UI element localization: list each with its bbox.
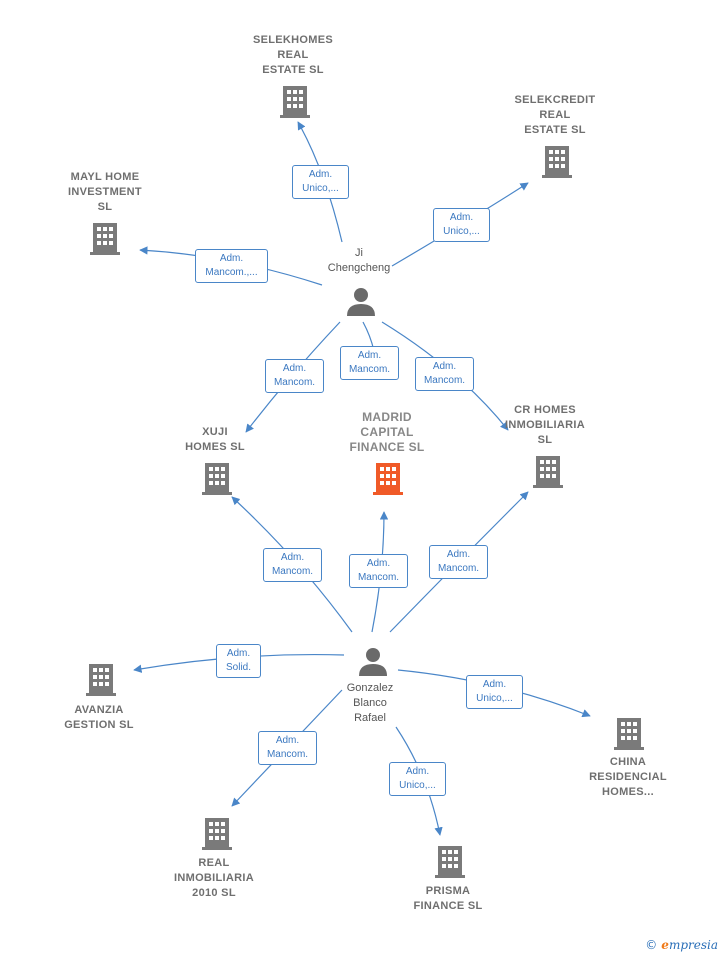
company-label-real2010[interactable]: REAL INMOBILIARIA 2010 SL bbox=[174, 857, 254, 899]
edge-label-ji-xuji[interactable]: Adm. Mancom. bbox=[265, 359, 324, 393]
edge-label-gonzalez-xuji[interactable]: Adm. Mancom. bbox=[263, 548, 322, 582]
company-label-selekhomes[interactable]: SELEKHOMES REAL ESTATE SL bbox=[252, 34, 333, 76]
building-icon[interactable] bbox=[86, 662, 116, 696]
edge-label-ji-crhomes[interactable]: Adm. Mancom. bbox=[415, 357, 474, 391]
edge-label-gonzalez-avanzia[interactable]: Adm. Solid. bbox=[216, 644, 261, 678]
company-label-china[interactable]: CHINA RESIDENCIAL HOMES... bbox=[589, 756, 667, 798]
building-icon[interactable] bbox=[202, 816, 232, 850]
brand-logo: ©empresia bbox=[645, 938, 718, 952]
edge-label-gonzalez-madrid[interactable]: Adm. Mancom. bbox=[349, 554, 408, 588]
edge-label-gonzalez-crhomes[interactable]: Adm. Mancom. bbox=[429, 545, 488, 579]
person-label-gonzalez[interactable]: Gonzalez Blanco Rafael bbox=[346, 682, 394, 724]
company-label-prisma[interactable]: PRISMA FINANCE SL bbox=[413, 885, 483, 912]
copyright-icon: © bbox=[645, 938, 658, 952]
building-icon-highlighted[interactable] bbox=[373, 461, 403, 495]
edge-label-ji-selekcredit[interactable]: Adm. Unico,... bbox=[433, 208, 490, 242]
company-label-crhomes[interactable]: CR HOMES INMOBILIARIA SL bbox=[505, 404, 585, 446]
person-label-ji[interactable]: Ji Chengcheng bbox=[327, 247, 391, 274]
edge-label-gonzalez-prisma[interactable]: Adm. Unico,... bbox=[389, 762, 446, 796]
edge-label-ji-madrid[interactable]: Adm. Mancom. bbox=[340, 346, 399, 380]
edge-label-ji-mayl[interactable]: Adm. Mancom.,... bbox=[195, 249, 268, 283]
building-icon[interactable] bbox=[90, 221, 120, 255]
building-icon[interactable] bbox=[280, 84, 310, 118]
company-label-avanzia[interactable]: AVANZIA GESTION SL bbox=[64, 704, 134, 731]
building-icon[interactable] bbox=[542, 144, 572, 178]
building-icon[interactable] bbox=[435, 844, 465, 878]
building-icon[interactable] bbox=[533, 454, 563, 488]
company-label-xuji[interactable]: XUJI HOMES SL bbox=[185, 426, 245, 453]
edge-label-gonzalez-real2010[interactable]: Adm. Mancom. bbox=[258, 731, 317, 765]
building-icon[interactable] bbox=[614, 716, 644, 750]
edge-label-gonzalez-china[interactable]: Adm. Unico,... bbox=[466, 675, 523, 709]
company-label-madrid[interactable]: MADRID CAPITAL FINANCE SL bbox=[349, 410, 425, 454]
edge-label-ji-selekhomes[interactable]: Adm. Unico,... bbox=[292, 165, 349, 199]
building-icon[interactable] bbox=[202, 461, 232, 495]
company-label-mayl[interactable]: MAYL HOME INVESTMENT SL bbox=[68, 171, 142, 213]
person-icon[interactable] bbox=[358, 646, 388, 676]
company-label-selekcredit[interactable]: SELEKCREDIT REAL ESTATE SL bbox=[514, 94, 596, 136]
person-icon[interactable] bbox=[346, 286, 376, 316]
